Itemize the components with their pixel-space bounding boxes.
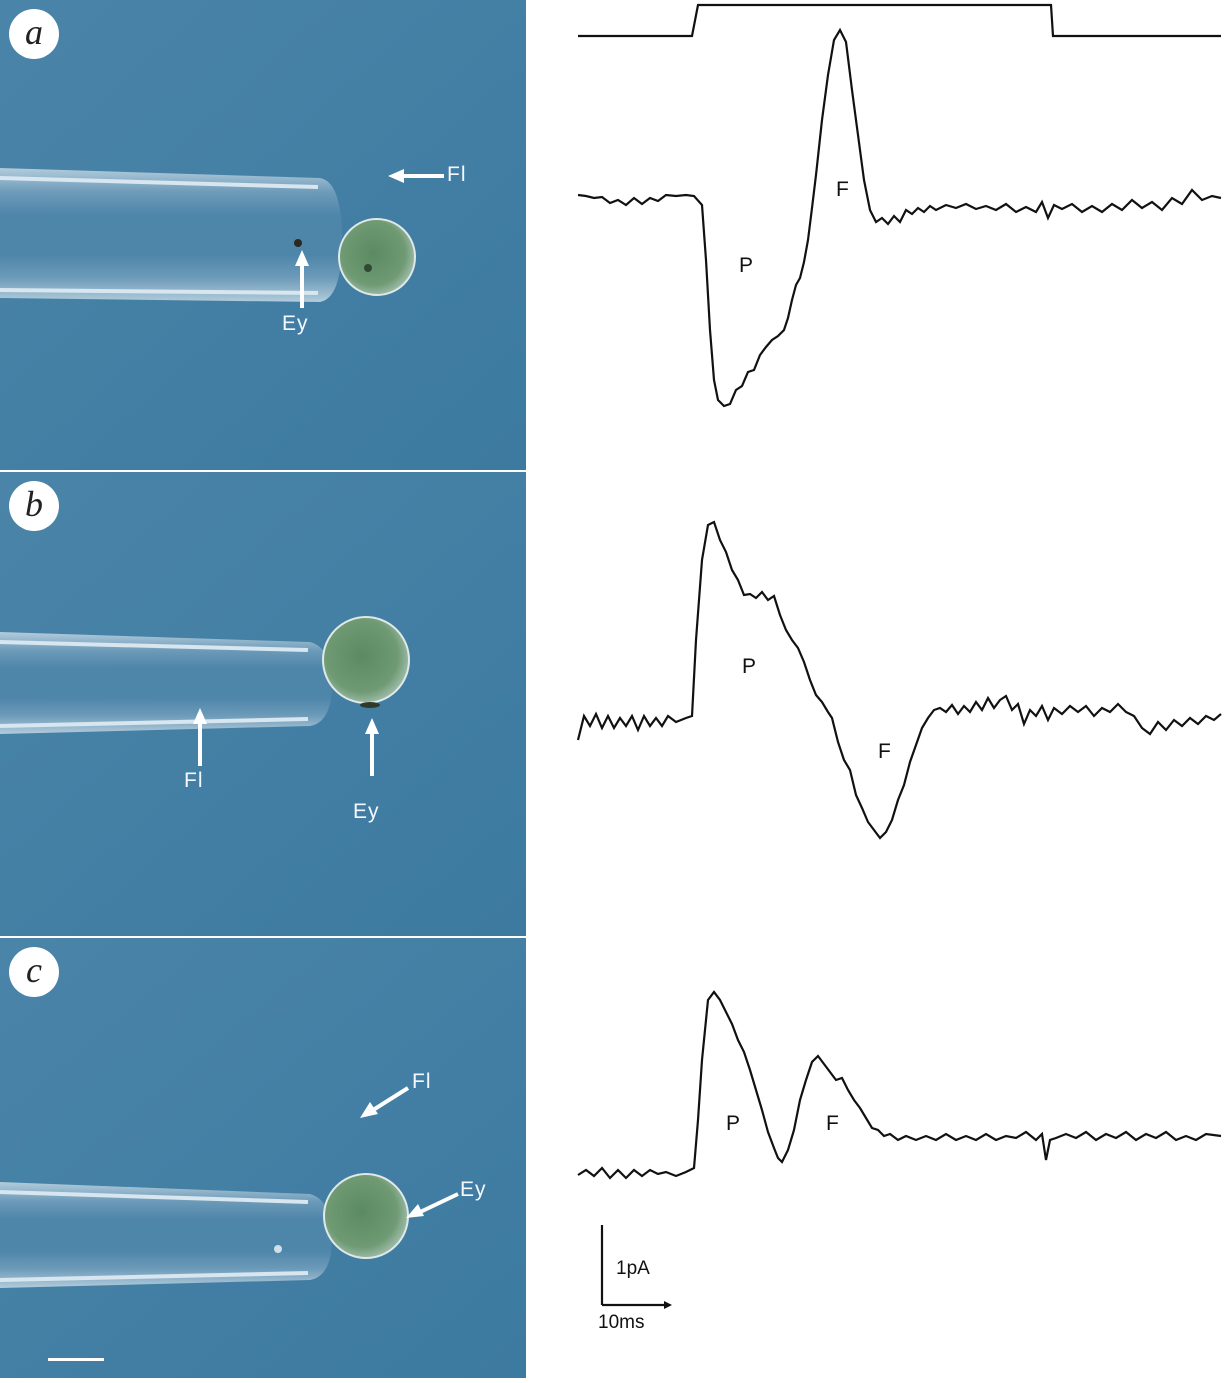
current-trace-a: [577, 27, 1222, 408]
micrograph-b-image: [0, 472, 526, 936]
current-trace-c: [577, 990, 1222, 1180]
arrow-icon: [365, 718, 379, 776]
peak-label-p-a: P: [739, 254, 754, 277]
current-trace-b: [576, 520, 1222, 840]
peak-label-f-a: F: [836, 178, 849, 201]
stimulus-trace: [578, 3, 1221, 38]
traces-svg: [576, 3, 1222, 1309]
peak-label-p-c: P: [726, 1112, 741, 1135]
scale-bar: [600, 1225, 672, 1309]
flagellum-label-b: Fl: [184, 769, 204, 792]
micrograph-a-image: [0, 0, 526, 470]
arrow-icon: [406, 1192, 459, 1218]
eyespot-label-b: Ey: [353, 800, 380, 823]
scale-label-current: 1pA: [616, 1258, 650, 1279]
peak-label-f-b: F: [878, 740, 891, 763]
micrograph-panel-a: a Fl Ey: [0, 0, 526, 470]
micrograph-c-image: [0, 938, 526, 1378]
panel-label-b: b: [9, 481, 59, 531]
arrow-icon: [295, 250, 309, 308]
current-traces-area: P F P F P F 1pA 10ms: [526, 0, 1227, 1378]
arrow-icon: [193, 708, 207, 766]
peak-label-p-b: P: [742, 655, 757, 678]
micrograph-panel-b: b Fl Ey: [0, 472, 526, 936]
scale-label-time: 10ms: [598, 1312, 645, 1333]
panel-label-a: a: [9, 9, 59, 59]
eyespot-label-a: Ey: [282, 312, 309, 335]
micrograph-panel-c: c Fl Ey: [0, 938, 526, 1378]
peak-label-f-c: F: [826, 1112, 839, 1135]
arrow-icon: [388, 169, 444, 183]
panel-label-c: c: [9, 947, 59, 997]
arrow-icon: [360, 1086, 410, 1118]
eyespot-label-c: Ey: [460, 1178, 487, 1201]
flagellum-label-c: Fl: [412, 1070, 432, 1093]
flagellum-label-a: Fl: [447, 163, 467, 186]
